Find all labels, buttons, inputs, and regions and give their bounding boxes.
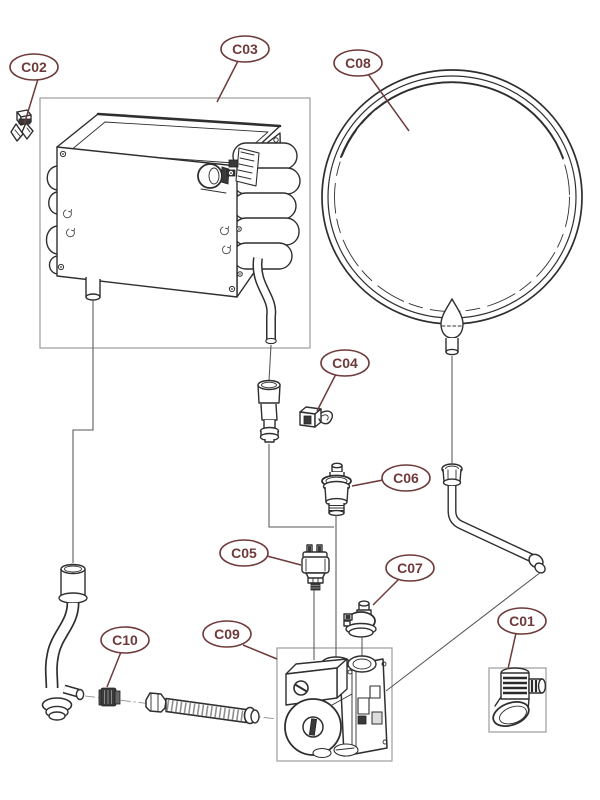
part-clamp-c04	[299, 406, 334, 428]
part-fitting-c01	[492, 667, 547, 728]
callout-label-c08: C08	[345, 55, 371, 71]
callout-label-c03: C03	[232, 41, 258, 57]
callout-c10: C10	[100, 626, 150, 688]
callout-c08: C08	[333, 49, 410, 132]
callout-c09: C09	[202, 620, 278, 660]
callout-c07: C07	[372, 554, 435, 606]
frame-pump-group	[276, 647, 393, 762]
frame-heat-exchanger-group	[39, 97, 311, 349]
part-flex-hose	[145, 692, 260, 725]
callout-c02: C02	[9, 53, 59, 126]
callout-c03: C03	[216, 35, 270, 103]
callout-c06: C06	[351, 464, 431, 492]
part-return-pipe	[385, 463, 546, 692]
part-ring-hose-c08	[321, 69, 583, 463]
callout-label-c05: C05	[231, 545, 257, 561]
callout-label-c10: C10	[112, 632, 138, 648]
callout-label-c04: C04	[332, 355, 358, 371]
part-clip-c02	[10, 109, 34, 142]
part-pressure-sensor-c05	[301, 544, 330, 660]
part-vent-valve-c07	[343, 600, 377, 657]
part-pump-c09	[284, 655, 388, 759]
part-adapter-sleeve	[257, 379, 334, 528]
callout-label-c02: C02	[21, 59, 47, 75]
callout-label-c07: C07	[397, 560, 423, 576]
callout-c04: C04	[316, 349, 370, 412]
part-elbow-pipe	[41, 563, 278, 721]
part-nut-c10	[98, 687, 121, 707]
callout-c05: C05	[219, 539, 302, 567]
part-heat-exchanger-c03	[45, 112, 301, 563]
callout-c01: C01	[497, 607, 547, 670]
part-valve-c06	[321, 462, 352, 659]
callout-label-c09: C09	[214, 626, 240, 642]
callout-label-c06: C06	[393, 470, 419, 486]
callout-label-c01: C01	[509, 613, 535, 629]
